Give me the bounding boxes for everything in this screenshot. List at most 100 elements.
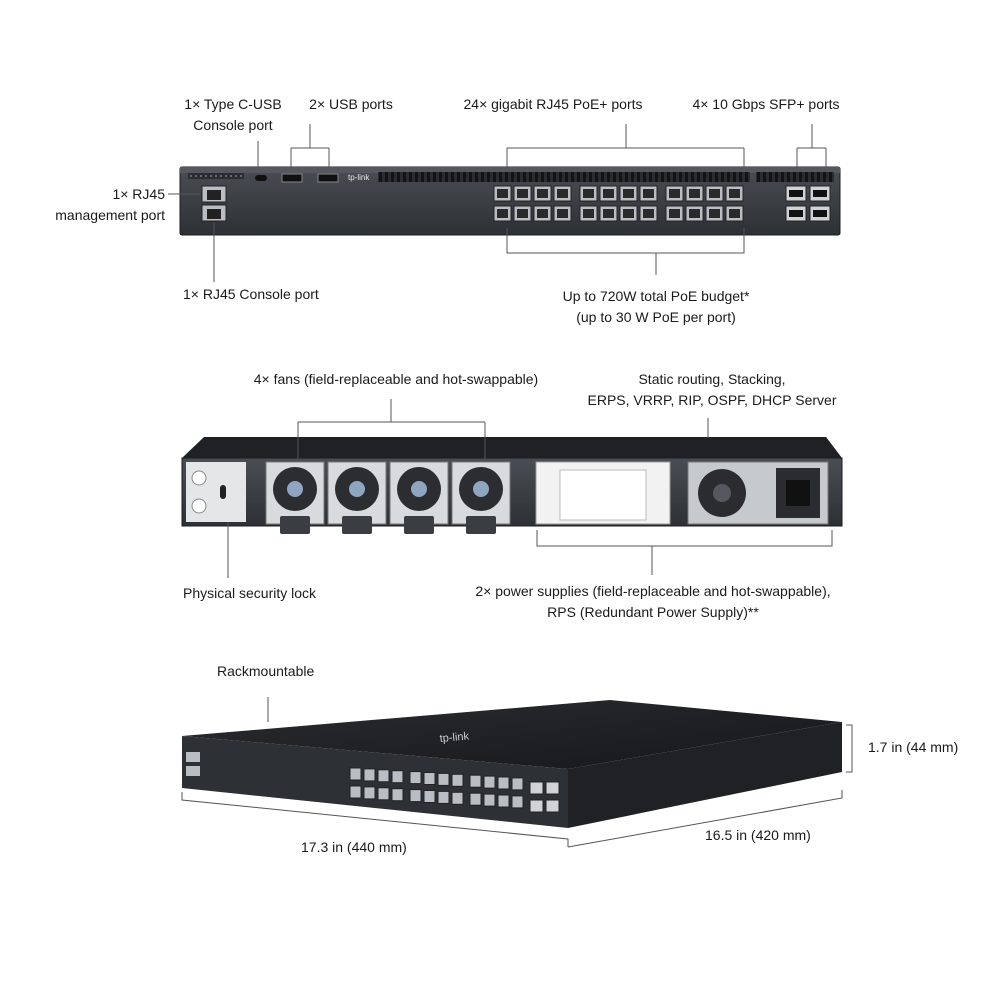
label-rj45-poe-ports: 24× gigabit RJ45 PoE+ ports: [463, 96, 643, 112]
iso-dimension-lines: [181, 697, 853, 848]
rj45-poe-port-jack: [709, 209, 720, 218]
iso-rj45-port: [409, 771, 422, 785]
label-power-supplies: 2× power supplies (field-replaceable and…: [475, 583, 831, 620]
label-height: 1.7 in (44 mm): [868, 739, 959, 755]
rear-callouts: [227, 399, 833, 578]
label-rj45-console: 1× RJ45 Console port: [183, 286, 319, 302]
rj45-poe-port-jack: [643, 209, 654, 218]
rj45-poe-port-jack: [537, 209, 548, 218]
iso-rj45-port: [437, 790, 450, 804]
iso-rj45-port: [423, 772, 436, 785]
power-supply-slot-empty: [535, 461, 671, 525]
label-fans: 4× fans (field-replaceable and hot-swapp…: [253, 371, 539, 387]
iso-rj45-port: [511, 777, 524, 791]
fan-handle: [466, 516, 496, 534]
iso-rj45-port: [349, 785, 362, 799]
rj45-poe-port-jack: [497, 189, 508, 198]
rear-panel-switch: [181, 437, 843, 534]
iso-rj45-port: [483, 793, 496, 807]
iso-rj45-port: [409, 789, 422, 803]
fan-hub: [411, 481, 427, 497]
iso-sfp-port: [529, 799, 544, 813]
rj45-poe-port-jack: [557, 189, 568, 198]
fan-bay: [265, 461, 511, 534]
iso-rj45-port: [363, 768, 376, 782]
fan-hub: [287, 481, 303, 497]
iso-rj45-port: [363, 786, 376, 800]
rj45-poe-port-jack: [517, 209, 528, 218]
iso-rj45-port: [377, 787, 390, 801]
sfp-port-slot: [789, 190, 803, 197]
usb-port: [281, 173, 303, 183]
iso-sfp-port: [545, 781, 560, 795]
rj45-poe-port-jack: [603, 209, 614, 218]
rj45-poe-port-jack: [729, 189, 740, 198]
sfp-port-slot: [813, 190, 827, 197]
svg-text:tp-link: tp-link: [439, 730, 470, 745]
brand-logo: tp-link: [348, 173, 370, 182]
label-type-c-console: 1× Type C-USB Console port: [184, 96, 282, 133]
label-rackmountable: Rackmountable: [217, 663, 315, 679]
rj45-poe-port-jack: [583, 189, 594, 198]
fan-hub: [473, 481, 489, 497]
rj45-poe-port-jack: [497, 209, 508, 218]
fan-handle: [342, 516, 372, 534]
rj45-poe-port-jack: [669, 189, 680, 198]
fan-handle: [280, 516, 310, 534]
iso-rj45-port: [497, 776, 510, 790]
status-leds: [188, 173, 244, 179]
front-panel-switch: tp-link: [179, 166, 841, 236]
rj45-poe-port-jack: [669, 209, 680, 218]
rj45-poe-port-jack: [517, 189, 528, 198]
iso-rj45-port: [469, 774, 482, 788]
iso-rj45-port: [391, 788, 404, 802]
usb-port: [317, 173, 339, 183]
front-callouts: [168, 124, 827, 282]
iso-rj45-port: [497, 794, 510, 808]
iso-rj45-port: [469, 792, 482, 806]
label-sfp-ports: 4× 10 Gbps SFP+ ports: [692, 96, 840, 112]
label-usb-ports: 2× USB ports: [309, 96, 393, 112]
rj45-poe-port-jack: [689, 189, 700, 198]
power-supply-module: [687, 461, 829, 525]
label-poe-budget: Up to 720W total PoE budget* (up to 30 W…: [562, 288, 750, 325]
rj45-console-port: [201, 204, 227, 222]
iso-rj45-port: [483, 775, 496, 789]
fan-handle: [404, 516, 434, 534]
rj45-poe-port-jack: [537, 189, 548, 198]
rj45-poe-port-jack: [603, 189, 614, 198]
rj45-poe-port-jack: [583, 209, 594, 218]
rj45-poe-port-jack: [623, 209, 634, 218]
iso-rj45-port: [391, 770, 404, 784]
label-depth: 16.5 in (420 mm): [705, 827, 811, 843]
rj45-poe-port-jack: [623, 189, 634, 198]
label-width: 17.3 in (440 mm): [301, 839, 407, 855]
iso-sfp-port: [545, 799, 560, 813]
rj45-management-port: [201, 185, 227, 203]
rj45-poe-port-jack: [709, 189, 720, 198]
rj45-poe-port-jack: [557, 209, 568, 218]
security-lock-bay: [186, 462, 246, 522]
rj45-poe-port-jack: [643, 189, 654, 198]
rj45-poe-port-block: [493, 185, 744, 222]
label-rj45-management: 1× RJ45 management port: [55, 186, 165, 223]
sfp-port-slot: [789, 210, 803, 217]
label-security-lock: Physical security lock: [183, 585, 317, 601]
fan-hub: [349, 481, 365, 497]
type-c-console-port: [255, 175, 267, 181]
iso-port-block: [349, 767, 560, 813]
sfp-port-block: [785, 185, 831, 222]
iso-rj45-port: [451, 791, 464, 805]
sfp-port-slot: [813, 210, 827, 217]
iso-rj45-port: [511, 795, 524, 809]
iso-rj45-port: [437, 772, 450, 786]
iso-rj45-port: [349, 767, 362, 781]
iso-sfp-port: [529, 781, 544, 795]
rj45-poe-port-jack: [689, 209, 700, 218]
isometric-switch: tp-link: [182, 700, 842, 828]
label-features: Static routing, Stacking, ERPS, VRRP, RI…: [587, 371, 837, 408]
iso-rj45-port: [451, 773, 464, 787]
iso-rj45-port: [423, 790, 436, 803]
rj45-poe-port-jack: [729, 209, 740, 218]
